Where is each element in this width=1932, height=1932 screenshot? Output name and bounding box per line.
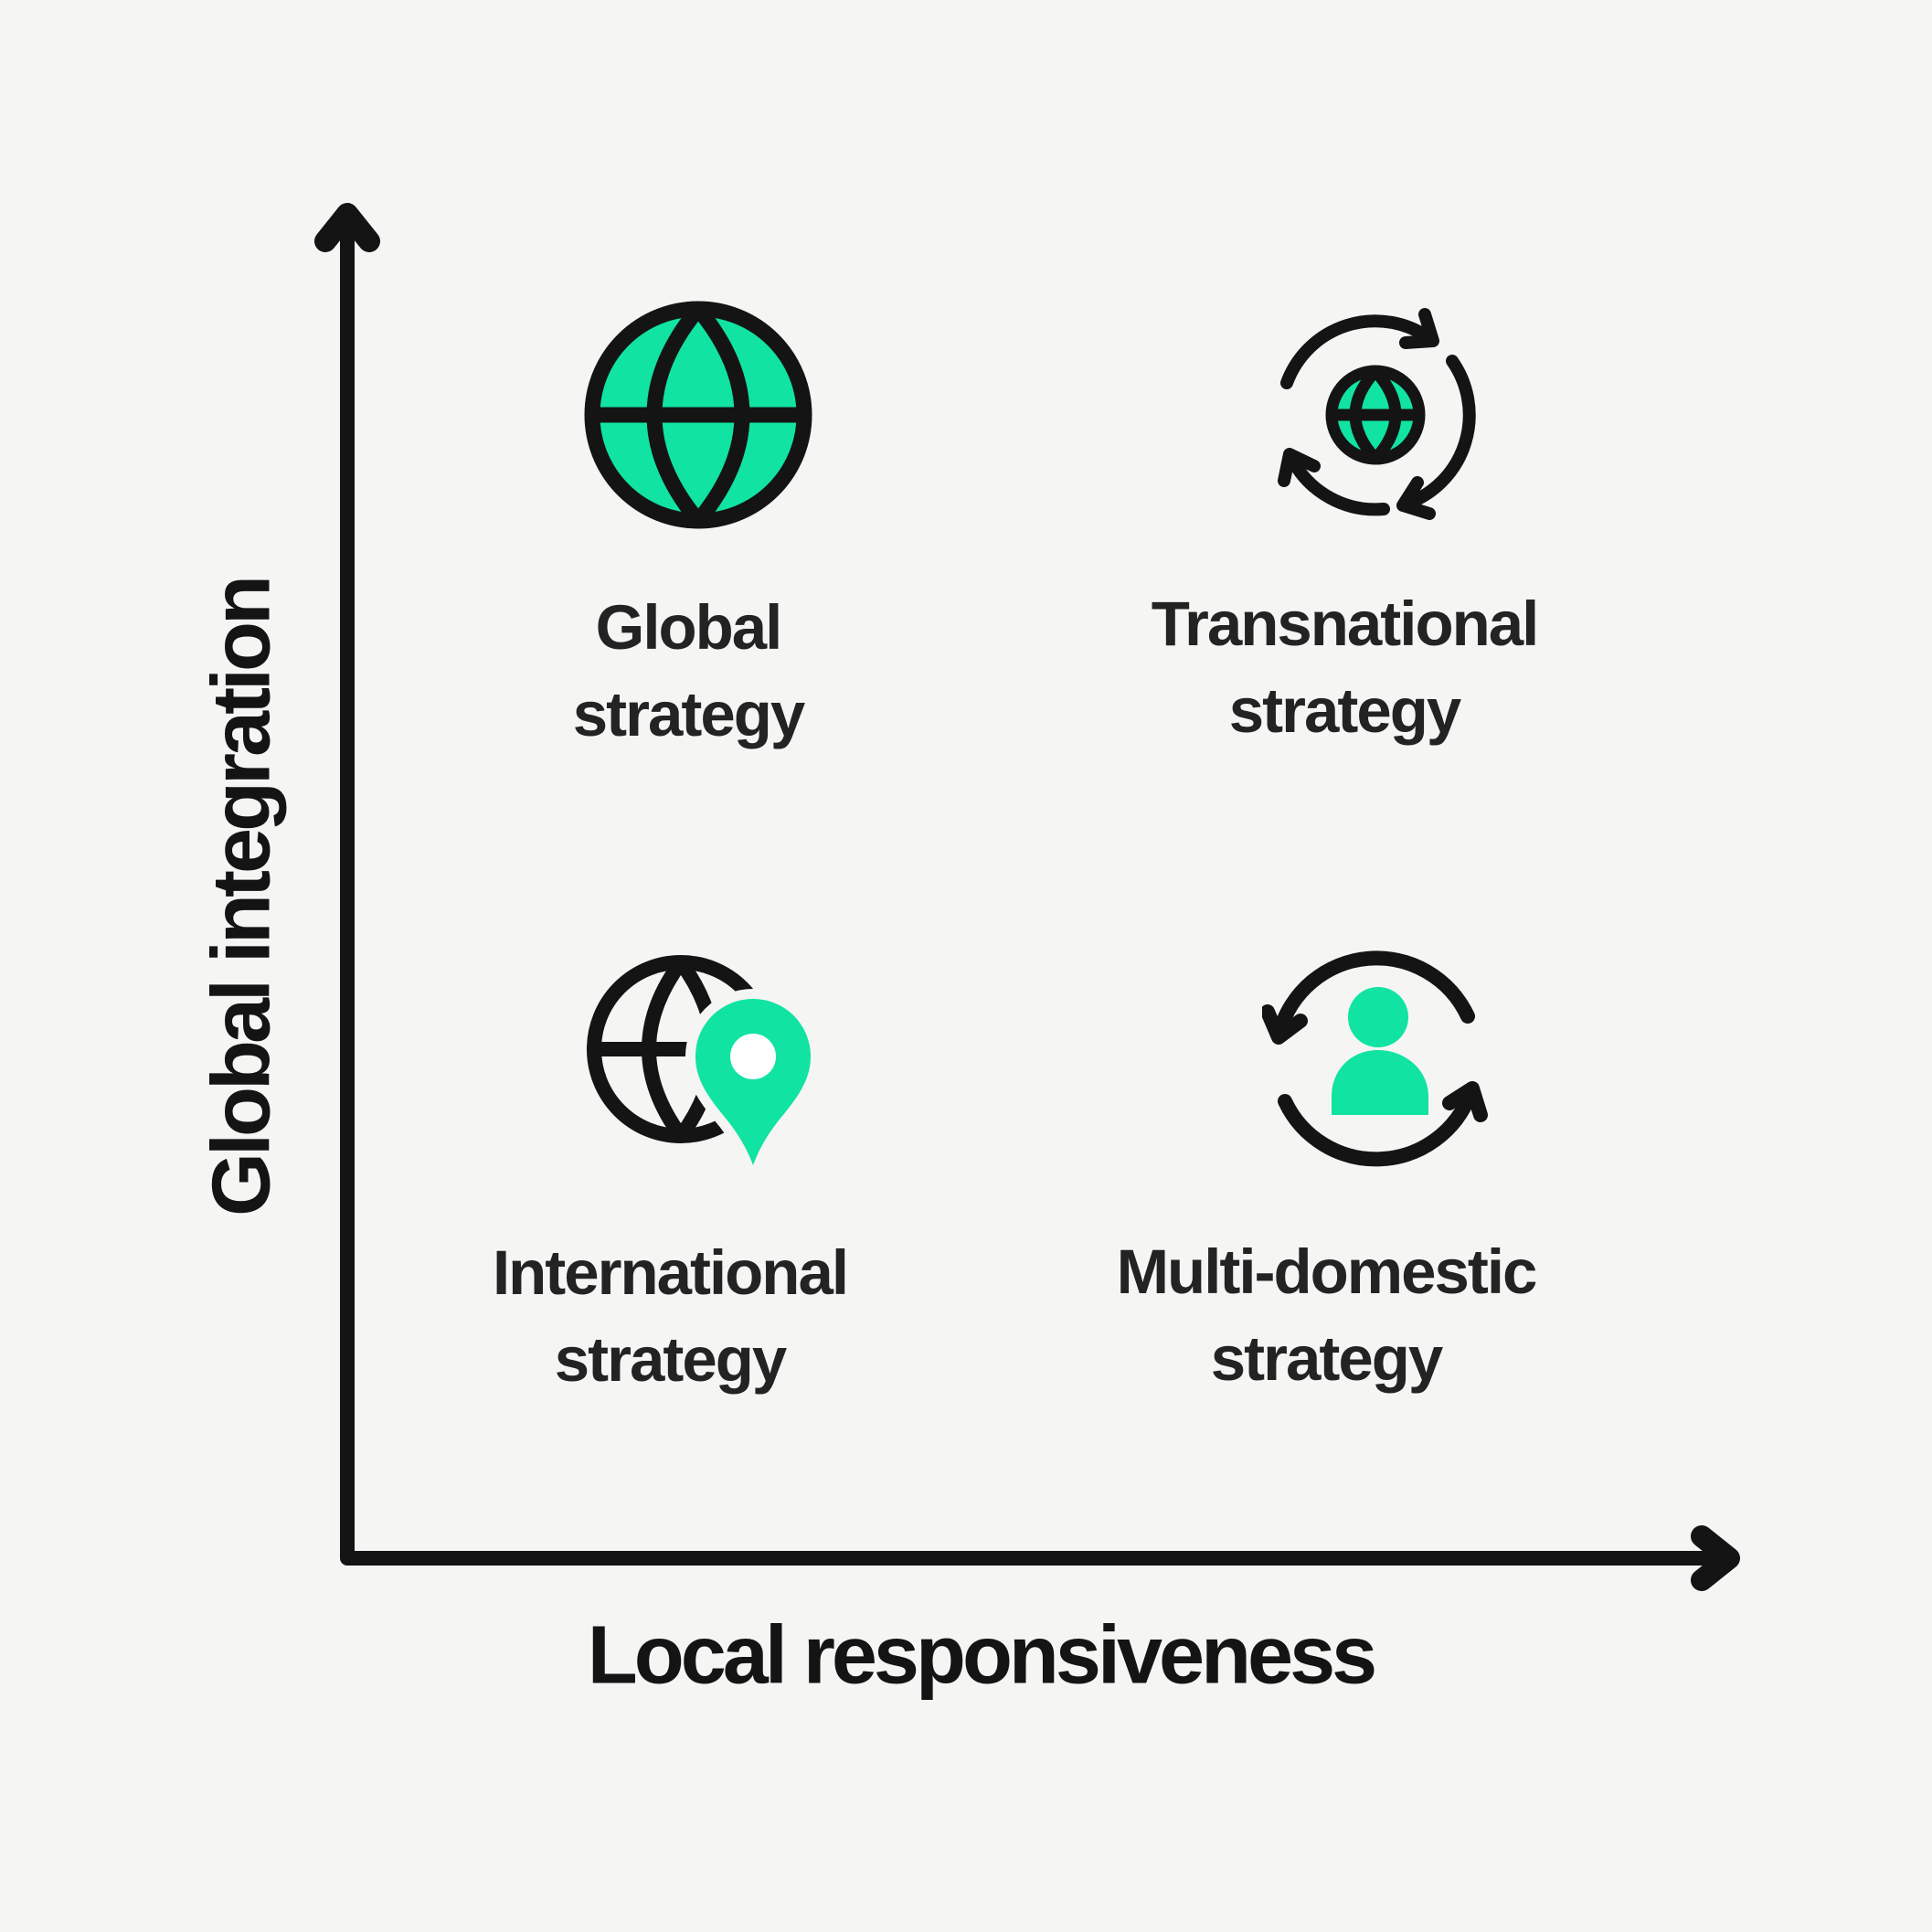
x-axis-label: Local responsiveness xyxy=(587,1609,1377,1702)
globe-icon xyxy=(584,301,812,529)
quadrant-label-international-strategy: International strategy xyxy=(492,1237,849,1395)
person-sync-icon xyxy=(1262,950,1488,1167)
y-axis-label: Global integration xyxy=(196,578,288,1217)
globe-sync-icon xyxy=(1278,308,1476,520)
globe-location-pin-icon xyxy=(587,955,822,1179)
quadrant-label-multi-domestic-strategy: Multi-domestic strategy xyxy=(1116,1237,1538,1394)
quadrant-label-global-strategy: Global strategy xyxy=(572,592,805,749)
quadrant-label-transnational-strategy: Transnational strategy xyxy=(1151,589,1540,746)
x-axis-arrowhead-icon xyxy=(1691,1525,1740,1591)
axis-lines xyxy=(340,214,1727,1566)
y-axis-arrowhead-icon xyxy=(314,203,380,252)
